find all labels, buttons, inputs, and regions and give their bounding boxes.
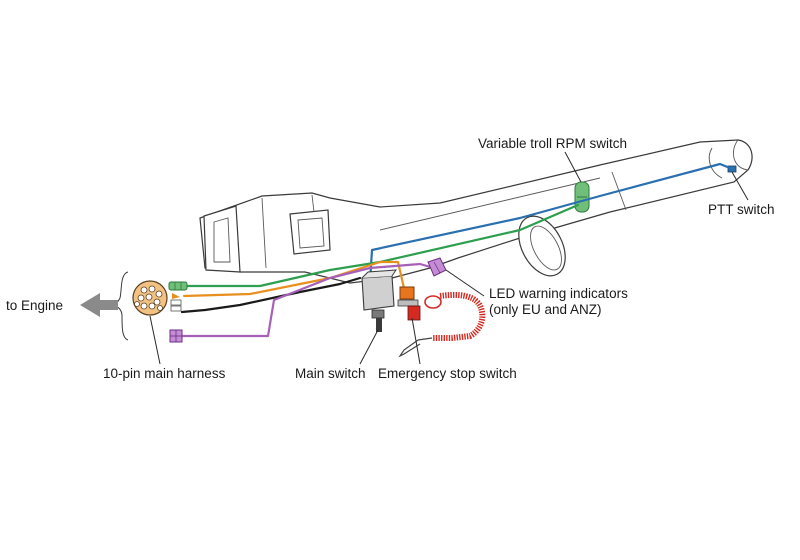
green-wire xyxy=(185,203,580,288)
to-engine-arrow xyxy=(80,293,118,317)
black-wire xyxy=(180,276,362,314)
main-switch-label: Main switch xyxy=(295,366,366,381)
leader-led xyxy=(445,269,485,297)
led-indicator-box xyxy=(427,257,447,277)
variable-troll-label: Variable troll RPM switch xyxy=(478,136,627,151)
wire-connectors xyxy=(168,281,188,343)
blue-wire xyxy=(368,162,732,284)
tiller-handle xyxy=(199,139,753,284)
main-harness-connector xyxy=(132,280,168,316)
lanyard-coil xyxy=(432,292,486,341)
emergency-stop-label: Emergency stop switch xyxy=(378,366,517,381)
leader-emergency xyxy=(411,317,421,365)
leader-main-switch xyxy=(359,329,379,365)
led-indicators-label: LED warning indicators xyxy=(489,286,628,301)
emergency-stop-switch xyxy=(397,286,486,358)
purple-wire xyxy=(180,262,436,338)
ptt-switch-label: PTT switch xyxy=(708,202,775,217)
wiring xyxy=(180,162,732,338)
leader-troll xyxy=(564,151,582,183)
leader-harness xyxy=(149,315,161,365)
main-harness-label: 10-pin main harness xyxy=(103,366,226,381)
main-switch xyxy=(361,269,397,332)
to-engine-label: to Engine xyxy=(6,298,63,313)
led-indicators-note: (only EU and ANZ) xyxy=(489,302,602,317)
leader-ptt xyxy=(731,171,749,201)
